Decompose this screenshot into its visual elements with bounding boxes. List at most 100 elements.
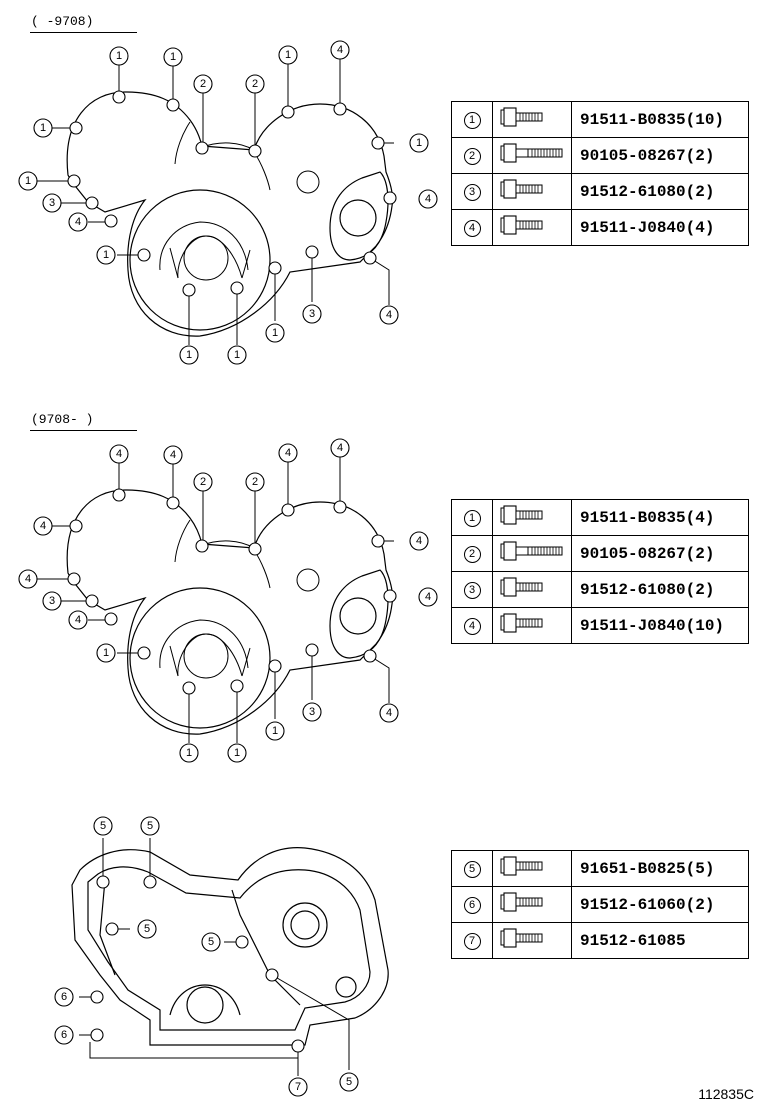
range-rule-upper [30, 32, 137, 33]
callout-number: 1 [234, 349, 240, 361]
callout-1: 1 [163, 47, 183, 67]
part-number: 91512-61080(2) [571, 173, 749, 210]
callout-1: 1 [179, 345, 199, 365]
callout-1: 1 [227, 345, 247, 365]
bolt-flange-icon [492, 571, 572, 608]
callout-number: 1 [186, 747, 192, 759]
ref-number: 7 [463, 933, 481, 950]
callout-4: 4 [163, 445, 183, 465]
callout-1: 1 [18, 171, 38, 191]
callout-3: 3 [302, 702, 322, 722]
callout-number: 4 [386, 707, 392, 719]
bolt-long-icon [500, 541, 563, 561]
callout-5: 5 [140, 816, 160, 836]
callout-number: 4 [425, 193, 431, 205]
bolt-flange-icon [492, 922, 572, 959]
parts-row-ref: 2 [451, 535, 493, 572]
callout-number: 3 [49, 595, 55, 607]
bolt-flange-icon [500, 856, 543, 876]
callout-number: 4 [386, 309, 392, 321]
callout-1: 1 [179, 743, 199, 763]
callout-2: 2 [193, 74, 213, 94]
range-label-upper: ( -9708) [31, 14, 94, 29]
callout-number: 3 [309, 308, 315, 320]
bolt-flange-icon [492, 173, 572, 210]
callout-4: 4 [418, 587, 438, 607]
callout-number: 4 [425, 591, 431, 603]
callout-number: 4 [285, 447, 291, 459]
callout-2: 2 [245, 472, 265, 492]
callout-4: 4 [109, 444, 129, 464]
callout-number: 1 [416, 137, 422, 149]
callout-5: 5 [93, 816, 113, 836]
parts-row-ref: 3 [451, 173, 493, 210]
callout-number: 4 [337, 442, 343, 454]
bolt-flange-icon [500, 613, 543, 633]
timing-cover-middle [66, 489, 394, 735]
parts-row-ref: 5 [451, 850, 493, 887]
parts-row-ref: 6 [451, 886, 493, 923]
callout-1: 1 [409, 133, 429, 153]
parts-row-ref: 1 [451, 499, 493, 536]
callout-4: 4 [330, 438, 350, 458]
parts-row-ref: 2 [451, 137, 493, 174]
bolt-flange-icon [492, 886, 572, 923]
part-number: 91651-B0825(5) [571, 850, 749, 887]
callout-6: 6 [54, 1025, 74, 1045]
callout-number: 1 [170, 51, 176, 63]
callout-number: 4 [25, 573, 31, 585]
callout-1: 1 [227, 743, 247, 763]
ref-number: 4 [463, 618, 481, 635]
parts-row-ref: 7 [451, 922, 493, 959]
callout-4: 4 [68, 610, 88, 630]
callouts-lower: 5 5 5 5 6 6 7 5 [54, 816, 359, 1097]
ref-number: 1 [463, 510, 481, 527]
bolt-flange-icon [500, 179, 543, 199]
callout-number: 4 [75, 216, 81, 228]
callout-number: 5 [147, 820, 153, 832]
callout-number: 2 [200, 476, 206, 488]
ref-number: 5 [463, 861, 481, 878]
callout-number: 7 [295, 1081, 301, 1093]
parts-row-ref: 4 [451, 209, 493, 246]
callout-number: 2 [252, 476, 258, 488]
ref-number: 1 [463, 112, 481, 129]
timing-cover-upper [66, 91, 394, 337]
callout-5: 5 [137, 919, 157, 939]
bolt-flange-icon [500, 505, 543, 525]
callout-number: 5 [208, 936, 214, 948]
bolt-flange-icon [492, 850, 572, 887]
bolt-flange-icon [492, 499, 572, 536]
timing-cover-lower [71, 847, 389, 1046]
callout-number: 5 [144, 923, 150, 935]
ref-number: 3 [463, 184, 481, 201]
bolt-flange-icon [500, 215, 543, 235]
callout-7: 7 [288, 1077, 308, 1097]
callout-number: 1 [103, 249, 109, 261]
callout-3: 3 [42, 591, 62, 611]
drawing-code: 112835C [698, 1086, 754, 1102]
callout-4: 4 [18, 569, 38, 589]
callout-4: 4 [68, 212, 88, 232]
callout-number: 3 [309, 706, 315, 718]
parts-row: 5 91651-B0825(5) [451, 850, 749, 887]
callout-number: 1 [186, 349, 192, 361]
callout-number: 1 [25, 175, 31, 187]
callout-number: 2 [200, 78, 206, 90]
callout-number: 1 [116, 50, 122, 62]
callout-6: 6 [54, 987, 74, 1007]
parts-row: 3 91512-61080(2) [451, 173, 749, 210]
part-number: 90105-08267(2) [571, 137, 749, 174]
callout-4: 4 [330, 40, 350, 60]
callout-1: 1 [265, 721, 285, 741]
part-number: 91511-B0835(4) [571, 499, 749, 536]
callout-number: 1 [272, 327, 278, 339]
callout-5: 5 [339, 1072, 359, 1092]
